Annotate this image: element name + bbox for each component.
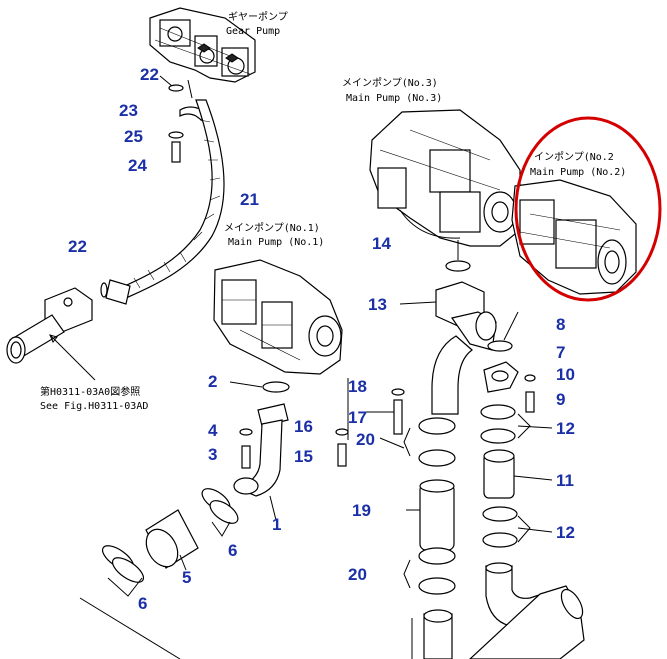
clamp-6-upper [201, 488, 239, 524]
callout-7: 7 [556, 343, 565, 362]
bolt-3 [241, 445, 251, 469]
o-ring-14 [445, 260, 471, 272]
see-fig-label: See Fig.H0311-03AD [40, 401, 148, 412]
washer-10 [524, 374, 536, 382]
callout-23: 23 [119, 101, 138, 120]
o-ring-22-lower [100, 282, 108, 298]
hose-19 [419, 483, 455, 551]
callout-18: 18 [348, 377, 367, 396]
clamp-20-lower-a [418, 547, 456, 565]
main-pump-2-label: Main Pump (No.2) [530, 167, 626, 178]
callout-2: 2 [208, 372, 217, 391]
o-ring-2 [262, 381, 290, 393]
callout-16: 16 [294, 417, 313, 436]
callout-19: 19 [352, 501, 371, 520]
see-fig-label-jp: 第H0311-03A0図参照 [40, 385, 140, 398]
hose-fitting [105, 279, 131, 305]
clamp-20-upper-b [418, 449, 456, 467]
callout-11: 11 [556, 471, 574, 490]
clamp-12-upper-b [480, 428, 516, 444]
washer-16 [335, 428, 349, 436]
washer-25 [168, 131, 184, 139]
callout-5: 5 [182, 568, 191, 587]
left-pipe-assembly [6, 287, 93, 364]
callout-12-upper: 12 [556, 419, 575, 438]
callout-20-upper: 20 [356, 430, 375, 449]
callout-10: 10 [556, 365, 575, 384]
main-pump-2-drawing [511, 179, 637, 295]
gear-pump-label-jp: ギヤーポンプ [228, 11, 288, 23]
callout-15: 15 [294, 447, 313, 466]
callout-6-upper: 6 [228, 541, 237, 560]
o-ring-22-top [168, 84, 184, 92]
callout-1: 1 [272, 515, 281, 534]
washer-4 [239, 428, 253, 436]
bolt-24 [171, 141, 181, 163]
callout-9: 9 [556, 390, 565, 409]
callout-4: 4 [208, 421, 218, 440]
callout-20-lower: 20 [348, 565, 367, 584]
main-pump-3-drawing [369, 109, 521, 247]
clamp-20-upper-a [418, 417, 456, 435]
main-pump-1-label: Main Pump (No.1) [228, 237, 324, 248]
callout-6-lower: 6 [138, 594, 147, 613]
main-pump-2-label-jp: インポンプ(No.2 [534, 151, 614, 163]
callout-8: 8 [556, 315, 565, 334]
main-pump-3-label: Main Pump (No.3) [346, 93, 442, 104]
clamp-12-lower-a [482, 506, 518, 522]
bolt-9 [525, 391, 535, 413]
callout-21: 21 [240, 190, 259, 209]
callout-12-lower: 12 [556, 523, 575, 542]
clamp-6-lower [101, 545, 145, 583]
callout-25: 25 [124, 127, 143, 146]
washer-18 [391, 388, 405, 396]
main-pump-1-drawing [213, 259, 343, 375]
elbow-pipe [431, 335, 473, 415]
callout-22-top: 22 [140, 65, 159, 84]
callout-3: 3 [208, 445, 217, 464]
bolt-17 [393, 399, 403, 435]
main-pump-1-label-jp: メインポンプ(No.1) [224, 222, 320, 234]
main-pump-3-label-jp: メインポンプ(No.3) [342, 77, 438, 89]
gear-pump-label: Gear Pump [226, 26, 280, 37]
callout-13: 13 [368, 295, 387, 314]
o-ring-8 [487, 340, 513, 352]
callout-14: 14 [372, 234, 391, 253]
clamp-12-lower-b [482, 532, 518, 548]
gear-pump-drawing [149, 7, 256, 83]
clamp-20-lower-b [418, 577, 456, 595]
elbow-1 [236, 419, 283, 497]
bolt-15 [337, 443, 347, 467]
lower-tube-right [469, 585, 585, 659]
elbow-1-mouth [233, 477, 259, 495]
callout-22-lower: 22 [68, 237, 87, 256]
clamp-12-upper-a [480, 404, 516, 420]
callout-17: 17 [348, 408, 367, 427]
highlight-circle [514, 116, 662, 302]
callout-24: 24 [128, 156, 147, 175]
